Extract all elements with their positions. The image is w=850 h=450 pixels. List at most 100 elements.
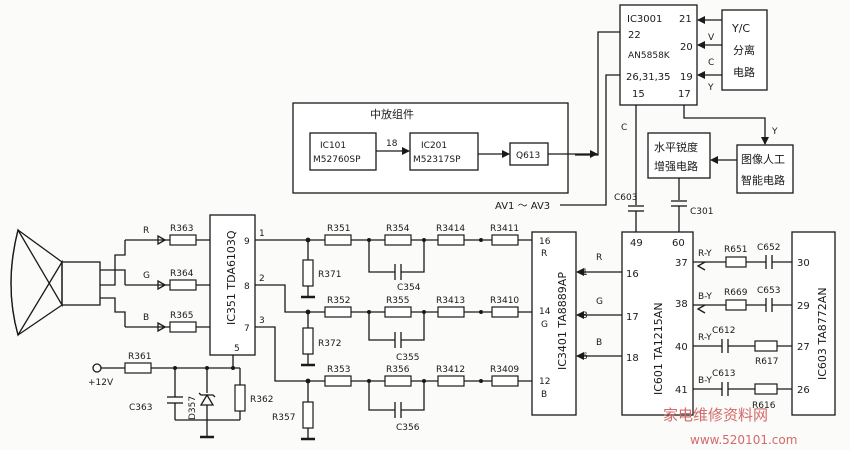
c355-label: C355 bbox=[396, 353, 419, 363]
r363-label: R363 bbox=[170, 224, 193, 234]
wire bbox=[560, 74, 620, 206]
crt-neck bbox=[17, 304, 63, 336]
ic351-pin1: 1 bbox=[259, 229, 265, 239]
ic603-label: IC603 TA8772AN bbox=[816, 287, 829, 380]
r353-resistor bbox=[324, 375, 352, 387]
ic3001-pin19: 19 bbox=[680, 72, 693, 83]
ic3401-pin6: 6 bbox=[582, 352, 588, 362]
c363-label: C363 bbox=[129, 403, 152, 413]
sharpness-label-2: 增强电路 bbox=[654, 159, 698, 173]
ic3401-pin1: 1 bbox=[582, 268, 588, 278]
v12-label: +12V bbox=[88, 378, 114, 388]
arrow-head bbox=[157, 234, 166, 246]
r3414-resistor bbox=[437, 234, 465, 246]
crt-b-label: B bbox=[143, 313, 149, 323]
r371-label: R371 bbox=[318, 270, 341, 280]
yc-label-3: 电路 bbox=[733, 66, 755, 79]
r365-resistor bbox=[169, 321, 197, 333]
r361-resistor bbox=[124, 362, 152, 374]
signal-c-top: C bbox=[708, 58, 714, 68]
r616-resistor bbox=[754, 383, 778, 395]
ic3001-pin26: 26,31,35 bbox=[626, 72, 671, 83]
ic351-pin5: 5 bbox=[234, 344, 240, 354]
ic601-pin18: 18 bbox=[626, 353, 639, 364]
r356-resistor bbox=[384, 375, 412, 387]
wire bbox=[368, 381, 395, 411]
ic601-pin16: 16 bbox=[626, 269, 639, 280]
crt-screen bbox=[10, 229, 19, 336]
ic3001-part: AN5858K bbox=[628, 51, 671, 61]
crt-r-label: R bbox=[143, 226, 149, 236]
node bbox=[479, 379, 483, 383]
ry-label-2: R-Y bbox=[698, 333, 712, 343]
power-terminal bbox=[92, 363, 102, 373]
ic3401-label: IC3401 TA8889AP bbox=[556, 272, 569, 370]
node bbox=[231, 366, 235, 370]
ic3401-r-out: R bbox=[596, 253, 602, 263]
r351-label: R351 bbox=[327, 224, 350, 234]
ic3401-b-in: B bbox=[541, 390, 547, 400]
d357-bar bbox=[198, 392, 216, 398]
ic603-pin30: 30 bbox=[797, 258, 810, 269]
c356-label: C356 bbox=[396, 423, 420, 433]
wire bbox=[100, 269, 126, 286]
ic3401-pin12: 12 bbox=[539, 377, 550, 387]
ic201-label: IC201 bbox=[421, 141, 447, 151]
wire bbox=[401, 240, 425, 273]
ic101-part: M52760SP bbox=[313, 155, 361, 165]
r362-label: R362 bbox=[250, 395, 273, 405]
r363-resistor bbox=[169, 234, 197, 246]
ai-label-2: 智能电路 bbox=[741, 173, 785, 187]
signal-c-mid: C bbox=[621, 123, 627, 133]
ic3401-g-in: G bbox=[541, 320, 548, 330]
node bbox=[367, 238, 371, 242]
crt-neck bbox=[17, 229, 63, 263]
arrow-head bbox=[157, 321, 166, 333]
r3413-resistor bbox=[437, 306, 465, 318]
r3412-label: R3412 bbox=[436, 365, 465, 375]
ic601-label: IC601 TA1215AN bbox=[652, 302, 665, 395]
node bbox=[422, 310, 426, 314]
crt-base bbox=[61, 261, 101, 306]
ic351-pin9: 9 bbox=[244, 237, 250, 247]
node bbox=[422, 379, 426, 383]
ai-label-1: 图像人工 bbox=[741, 153, 785, 166]
ic3001-pin17: 17 bbox=[678, 89, 691, 100]
wire bbox=[368, 312, 395, 341]
r651-label: R651 bbox=[724, 245, 747, 255]
node bbox=[422, 238, 426, 242]
signal-v: V bbox=[708, 33, 715, 43]
c612-label: C612 bbox=[712, 326, 735, 336]
r354-label: R354 bbox=[386, 224, 410, 234]
ic101-block bbox=[309, 132, 377, 171]
wire bbox=[683, 105, 769, 145]
crt-g-label: G bbox=[143, 271, 150, 281]
node bbox=[367, 310, 371, 314]
r3414-label: R3414 bbox=[436, 224, 465, 234]
watermark-url: www.520101.com bbox=[690, 433, 797, 447]
c613-gap bbox=[722, 381, 728, 397]
ic3001-label: IC3001 bbox=[627, 14, 662, 25]
r371-resistor bbox=[302, 259, 314, 287]
d357-diode bbox=[199, 393, 215, 406]
r669-label: R669 bbox=[724, 288, 748, 298]
yc-separator-block bbox=[721, 9, 768, 91]
by-label-1: B-Y bbox=[698, 292, 712, 302]
node bbox=[479, 238, 483, 242]
r351-resistor bbox=[324, 234, 352, 246]
ic3401-pin16: 16 bbox=[539, 237, 551, 247]
ic3001-pin20: 20 bbox=[680, 42, 693, 53]
c613-label: C613 bbox=[712, 369, 735, 379]
ic3401-r-in: R bbox=[541, 249, 547, 259]
r372-resistor bbox=[302, 327, 314, 355]
ic601-pin60: 60 bbox=[672, 238, 685, 249]
r354-resistor bbox=[384, 234, 412, 246]
r3412-resistor bbox=[437, 375, 465, 387]
ic603-pin29: 29 bbox=[797, 301, 810, 312]
ry-label-1: R-Y bbox=[698, 249, 712, 259]
r357-resistor bbox=[302, 401, 314, 429]
ic3001-pin15: 15 bbox=[632, 89, 645, 100]
ic201-block bbox=[409, 132, 479, 171]
ic3401-b-out: B bbox=[596, 338, 602, 348]
